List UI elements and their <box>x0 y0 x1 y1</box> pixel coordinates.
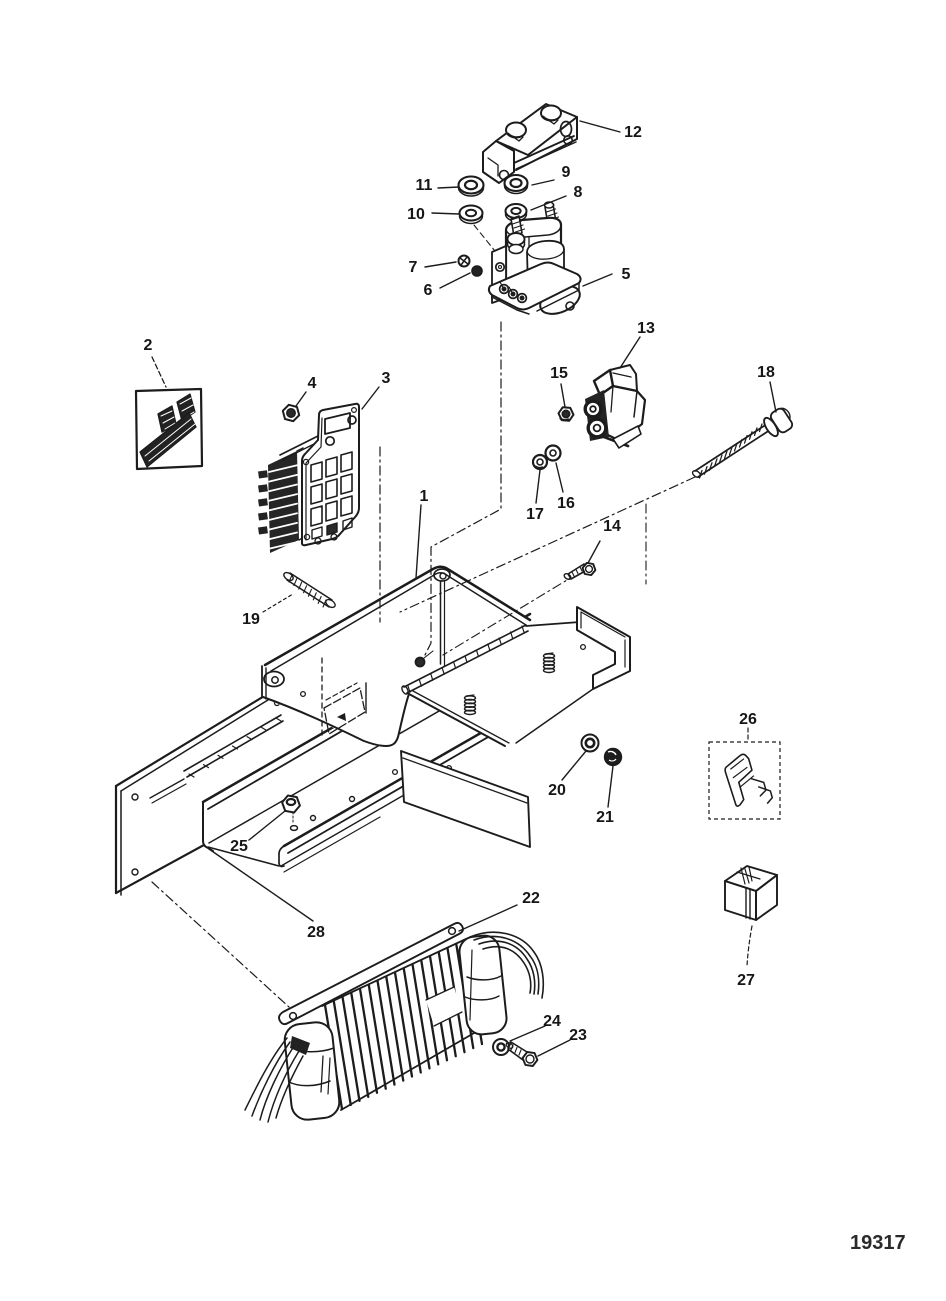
svg-text:22: 22 <box>522 890 540 907</box>
svg-text:18: 18 <box>757 364 775 381</box>
svg-text:15: 15 <box>550 365 568 382</box>
svg-text:25: 25 <box>230 838 248 855</box>
svg-text:12: 12 <box>624 124 642 141</box>
svg-text:21: 21 <box>596 809 614 826</box>
svg-text:14: 14 <box>603 518 621 535</box>
svg-text:27: 27 <box>737 972 755 989</box>
svg-text:19317: 19317 <box>850 1232 906 1254</box>
svg-text:2: 2 <box>144 337 153 354</box>
svg-text:3: 3 <box>382 370 391 387</box>
svg-text:7: 7 <box>409 259 418 276</box>
svg-text:10: 10 <box>407 206 425 223</box>
svg-text:13: 13 <box>637 320 655 337</box>
svg-text:1: 1 <box>420 488 429 505</box>
svg-text:11: 11 <box>416 177 433 194</box>
svg-text:20: 20 <box>548 782 566 799</box>
svg-text:6: 6 <box>424 282 433 299</box>
svg-text:24: 24 <box>543 1013 561 1030</box>
svg-text:5: 5 <box>622 266 631 283</box>
svg-text:4: 4 <box>308 375 317 392</box>
svg-text:8: 8 <box>574 184 583 201</box>
svg-text:28: 28 <box>307 924 325 941</box>
svg-text:19: 19 <box>242 611 260 628</box>
svg-text:26: 26 <box>739 711 757 728</box>
svg-text:9: 9 <box>562 164 571 181</box>
svg-text:17: 17 <box>526 506 544 523</box>
svg-text:16: 16 <box>557 495 575 512</box>
svg-text:23: 23 <box>569 1027 587 1044</box>
